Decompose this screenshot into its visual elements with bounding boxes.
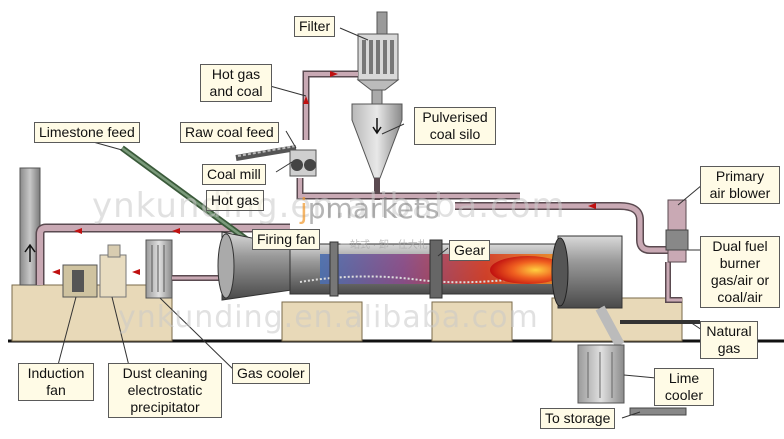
flow-arrows-left	[52, 228, 180, 275]
burner-flame	[490, 256, 566, 284]
label-lime-cooler: Lime cooler	[654, 368, 714, 406]
gas-cooler-fins	[151, 245, 165, 292]
kiln-discharge-end	[551, 237, 569, 307]
silo-down-arrow	[372, 118, 382, 135]
label-natural-gas: Natural gas	[700, 321, 758, 359]
watermark-subtext: 一站式 · 卸 · 仕大札	[340, 240, 428, 251]
label-induction-fan: Induction fan	[18, 363, 94, 401]
stack-up-arrow	[24, 243, 36, 262]
pulverised-coal-silo-body	[351, 103, 403, 179]
kiln-tyre-1	[329, 241, 339, 297]
label-raw-coal-feed: Raw coal feed	[180, 122, 279, 143]
filter-chimney	[376, 11, 388, 35]
coal-mill-unit	[289, 149, 317, 177]
hot-gas-coal-duct	[302, 70, 358, 140]
lime-chute	[595, 305, 625, 348]
label-filter: Filter	[294, 16, 336, 37]
kiln-discharge-hood	[557, 235, 623, 309]
label-firing-fan: Firing fan	[252, 229, 321, 250]
storage-conveyor	[629, 407, 687, 416]
base-plinth-kiln-2	[431, 301, 513, 342]
label-dual-fuel-burner: Dual fuel burner gas/air or coal/air	[700, 236, 780, 308]
base-plinth-kiln-1	[281, 301, 363, 342]
lime-cooler-unit	[577, 344, 625, 404]
label-dust-cleaning-precipitator: Dust cleaning electrostatic precipitator	[108, 363, 222, 418]
silo-top-pipe	[371, 89, 383, 105]
label-limestone-feed: Limestone feed	[34, 122, 140, 143]
label-coal-mill: Coal mill	[202, 164, 266, 185]
raw-coal-conveyor	[235, 145, 297, 161]
lime-cooler-fins	[587, 352, 613, 398]
gas-cooler-unit	[145, 239, 173, 299]
flow-arrows-hot-gas	[303, 71, 338, 104]
electrostatic-precipitator	[99, 254, 127, 298]
label-to-storage: To storage	[540, 408, 616, 429]
hot-gas-duct	[296, 178, 520, 200]
filter-bags	[362, 40, 394, 74]
induction-fan-motor	[72, 270, 84, 292]
label-gear: Gear	[449, 240, 491, 261]
filter-hopper	[356, 79, 400, 91]
precipitator-top	[107, 244, 121, 258]
label-gas-cooler: Gas cooler	[232, 363, 310, 384]
blower-motor	[665, 229, 689, 251]
flow-arrow-air	[588, 203, 596, 209]
air-duct-lower	[665, 262, 682, 303]
label-primary-air-blower: Primary air blower	[700, 166, 780, 204]
label-pulverised-coal-silo: Pulverised coal silo	[414, 107, 496, 145]
label-hot-gas: Hot gas	[206, 190, 265, 211]
kiln-feed-end-cap	[217, 233, 235, 299]
kiln-gear-ring	[429, 239, 443, 299]
label-hot-gas-and-coal: Hot gas and coal	[200, 64, 272, 102]
